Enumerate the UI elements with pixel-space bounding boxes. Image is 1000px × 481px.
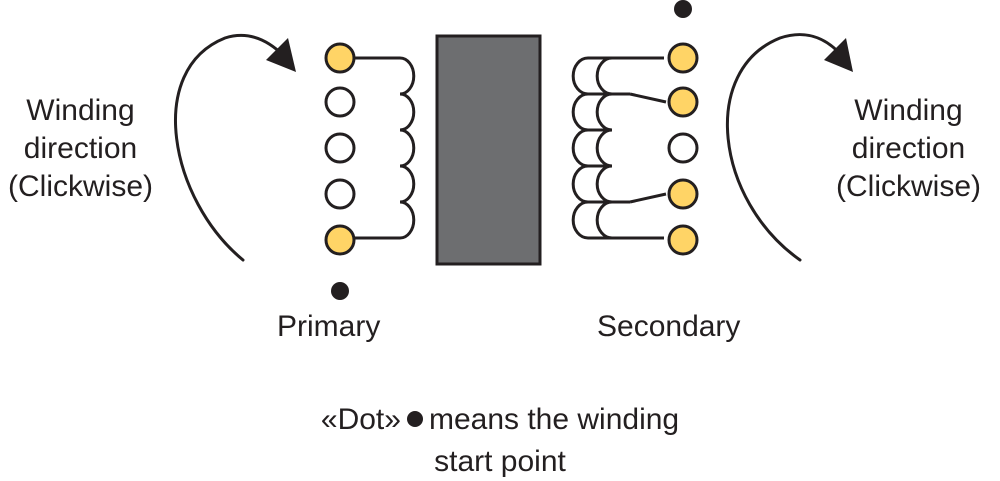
legend-text: means the winding: [428, 403, 680, 436]
transformer-core: [435, 34, 542, 266]
primary-winding: [354, 56, 416, 240]
left-direction-line-1: Winding: [26, 94, 135, 127]
primary-pin-4: [324, 178, 356, 210]
secondary-pins: [667, 42, 699, 256]
legend-line-2: start point: [434, 445, 566, 478]
left-direction-arrow-icon: [174, 33, 296, 262]
secondary-pin-5: [667, 224, 699, 256]
right-direction-line-1: Winding: [854, 94, 963, 127]
primary-pin-1: [324, 42, 356, 74]
legend-dot-word: «Dot»: [320, 403, 401, 436]
secondary-start-dot: [674, 0, 692, 18]
primary-pin-5: [324, 224, 356, 256]
legend-line-1: «Dot» means the winding: [0, 401, 1000, 439]
primary-label: Primary: [277, 310, 381, 343]
primary-pin-2: [324, 86, 356, 118]
primary-pin-3: [324, 132, 356, 164]
secondary-pin-4: [667, 178, 699, 210]
secondary-pin-2: [667, 86, 699, 118]
right-direction-arrow-icon: [725, 33, 853, 262]
secondary-pin-3: [667, 132, 699, 164]
legend-dot-icon: [406, 411, 423, 428]
primary-start-dot: [331, 282, 349, 300]
right-direction-line-3: (Clickwise): [836, 170, 981, 203]
secondary-pin-1: [667, 42, 699, 74]
left-direction-label: Winding direction (Clickwise): [0, 92, 173, 206]
right-direction-label: Winding direction (Clickwise): [816, 92, 1000, 206]
right-direction-line-2: direction: [851, 132, 966, 165]
primary-pins: [324, 42, 356, 256]
left-direction-line-2: direction: [23, 132, 138, 165]
secondary-winding: [571, 56, 667, 240]
left-direction-line-3: (Clickwise): [8, 170, 153, 203]
secondary-label: Secondary: [597, 310, 741, 343]
